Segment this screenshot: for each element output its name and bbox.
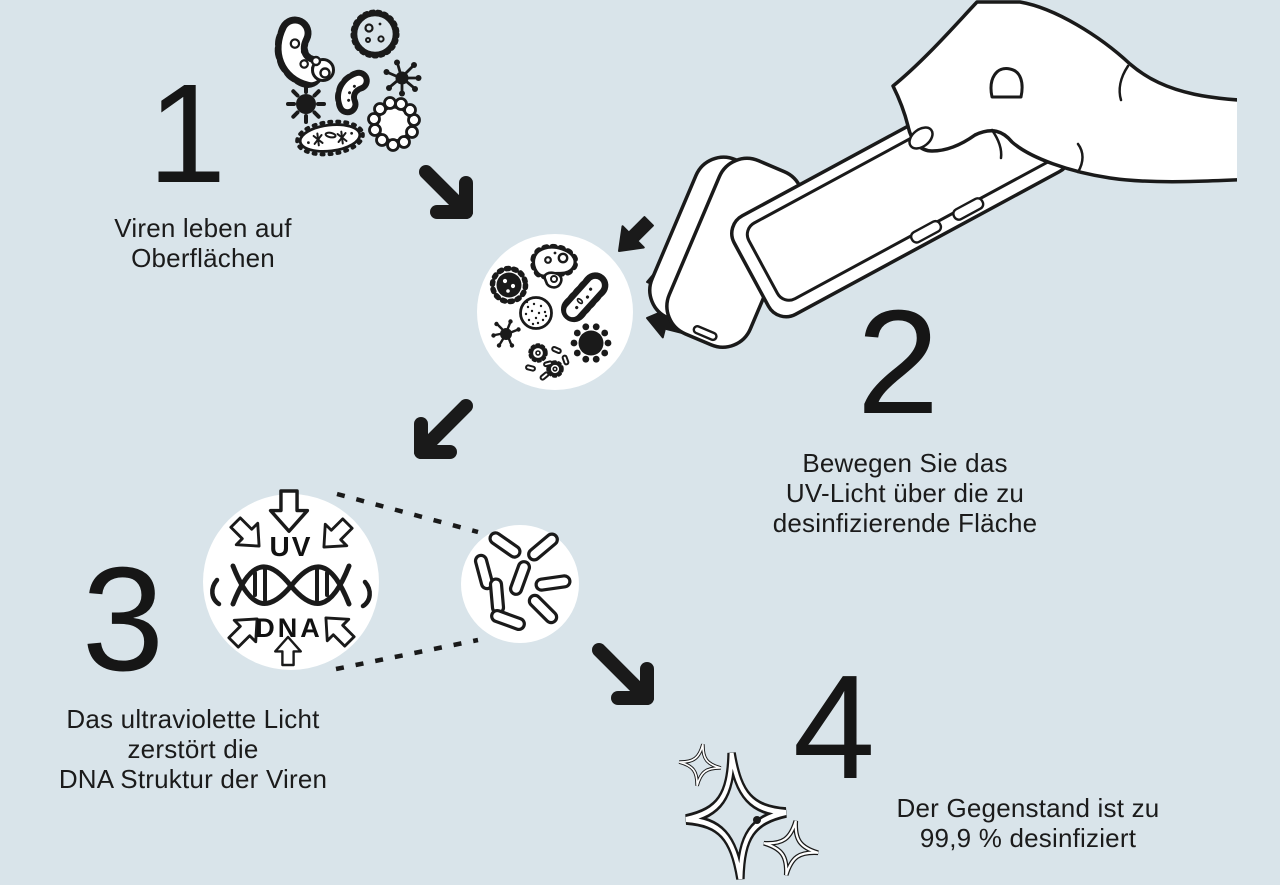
- sparkles-icon: [674, 739, 823, 882]
- step-3-number: 3: [82, 537, 164, 702]
- caption-line: Viren leben auf: [114, 213, 292, 243]
- caption-line: Bewegen Sie das: [802, 448, 1008, 478]
- caption-line: Oberflächen: [131, 243, 275, 273]
- flow-arrow-3-icon: [592, 643, 654, 705]
- dna-label: DNA: [255, 613, 323, 643]
- step-1-number: 1: [148, 54, 226, 212]
- rod-bacteria-circle-icon: [461, 525, 579, 643]
- caption-line: zerstört die: [127, 734, 259, 764]
- step-1-caption: Viren leben auf Oberflächen: [23, 213, 383, 273]
- caption-line: Der Gegenstand ist zu: [896, 793, 1160, 823]
- step-4-number: 4: [793, 645, 875, 810]
- caption-line: DNA Struktur der Viren: [58, 764, 328, 794]
- step-2-number: 2: [857, 280, 939, 445]
- bacteria-cluster-icon: [274, 9, 422, 157]
- caption-line: UV-Licht über die zu: [785, 478, 1025, 508]
- hand: [891, 0, 1280, 184]
- flow-arrow-2-icon: [414, 399, 473, 459]
- uv-device-icon: [648, 0, 1280, 349]
- caption-line: 99,9 % desinfiziert: [919, 823, 1137, 853]
- caption-line: desinfizierende Fläche: [772, 508, 1038, 538]
- dna-helix: [210, 563, 372, 609]
- step-3-caption: Das ultraviolette Licht zerstört die DNA…: [13, 704, 373, 794]
- uv-label: UV: [270, 531, 313, 562]
- caption-line: Das ultraviolette Licht: [66, 704, 320, 734]
- magnifier-dotted-lines: [335, 491, 479, 672]
- flow-arrow-1-icon: [419, 165, 473, 219]
- sparkle-dot: [753, 816, 761, 824]
- virus-surface-circle-icon: [477, 234, 633, 390]
- uv-dna-circle-icon: UV DNA: [203, 489, 379, 670]
- step-2-caption: Bewegen Sie das UV-Licht über die zu des…: [725, 448, 1085, 538]
- step-4-caption: Der Gegenstand ist zu 99,9 % desinfizier…: [848, 793, 1208, 853]
